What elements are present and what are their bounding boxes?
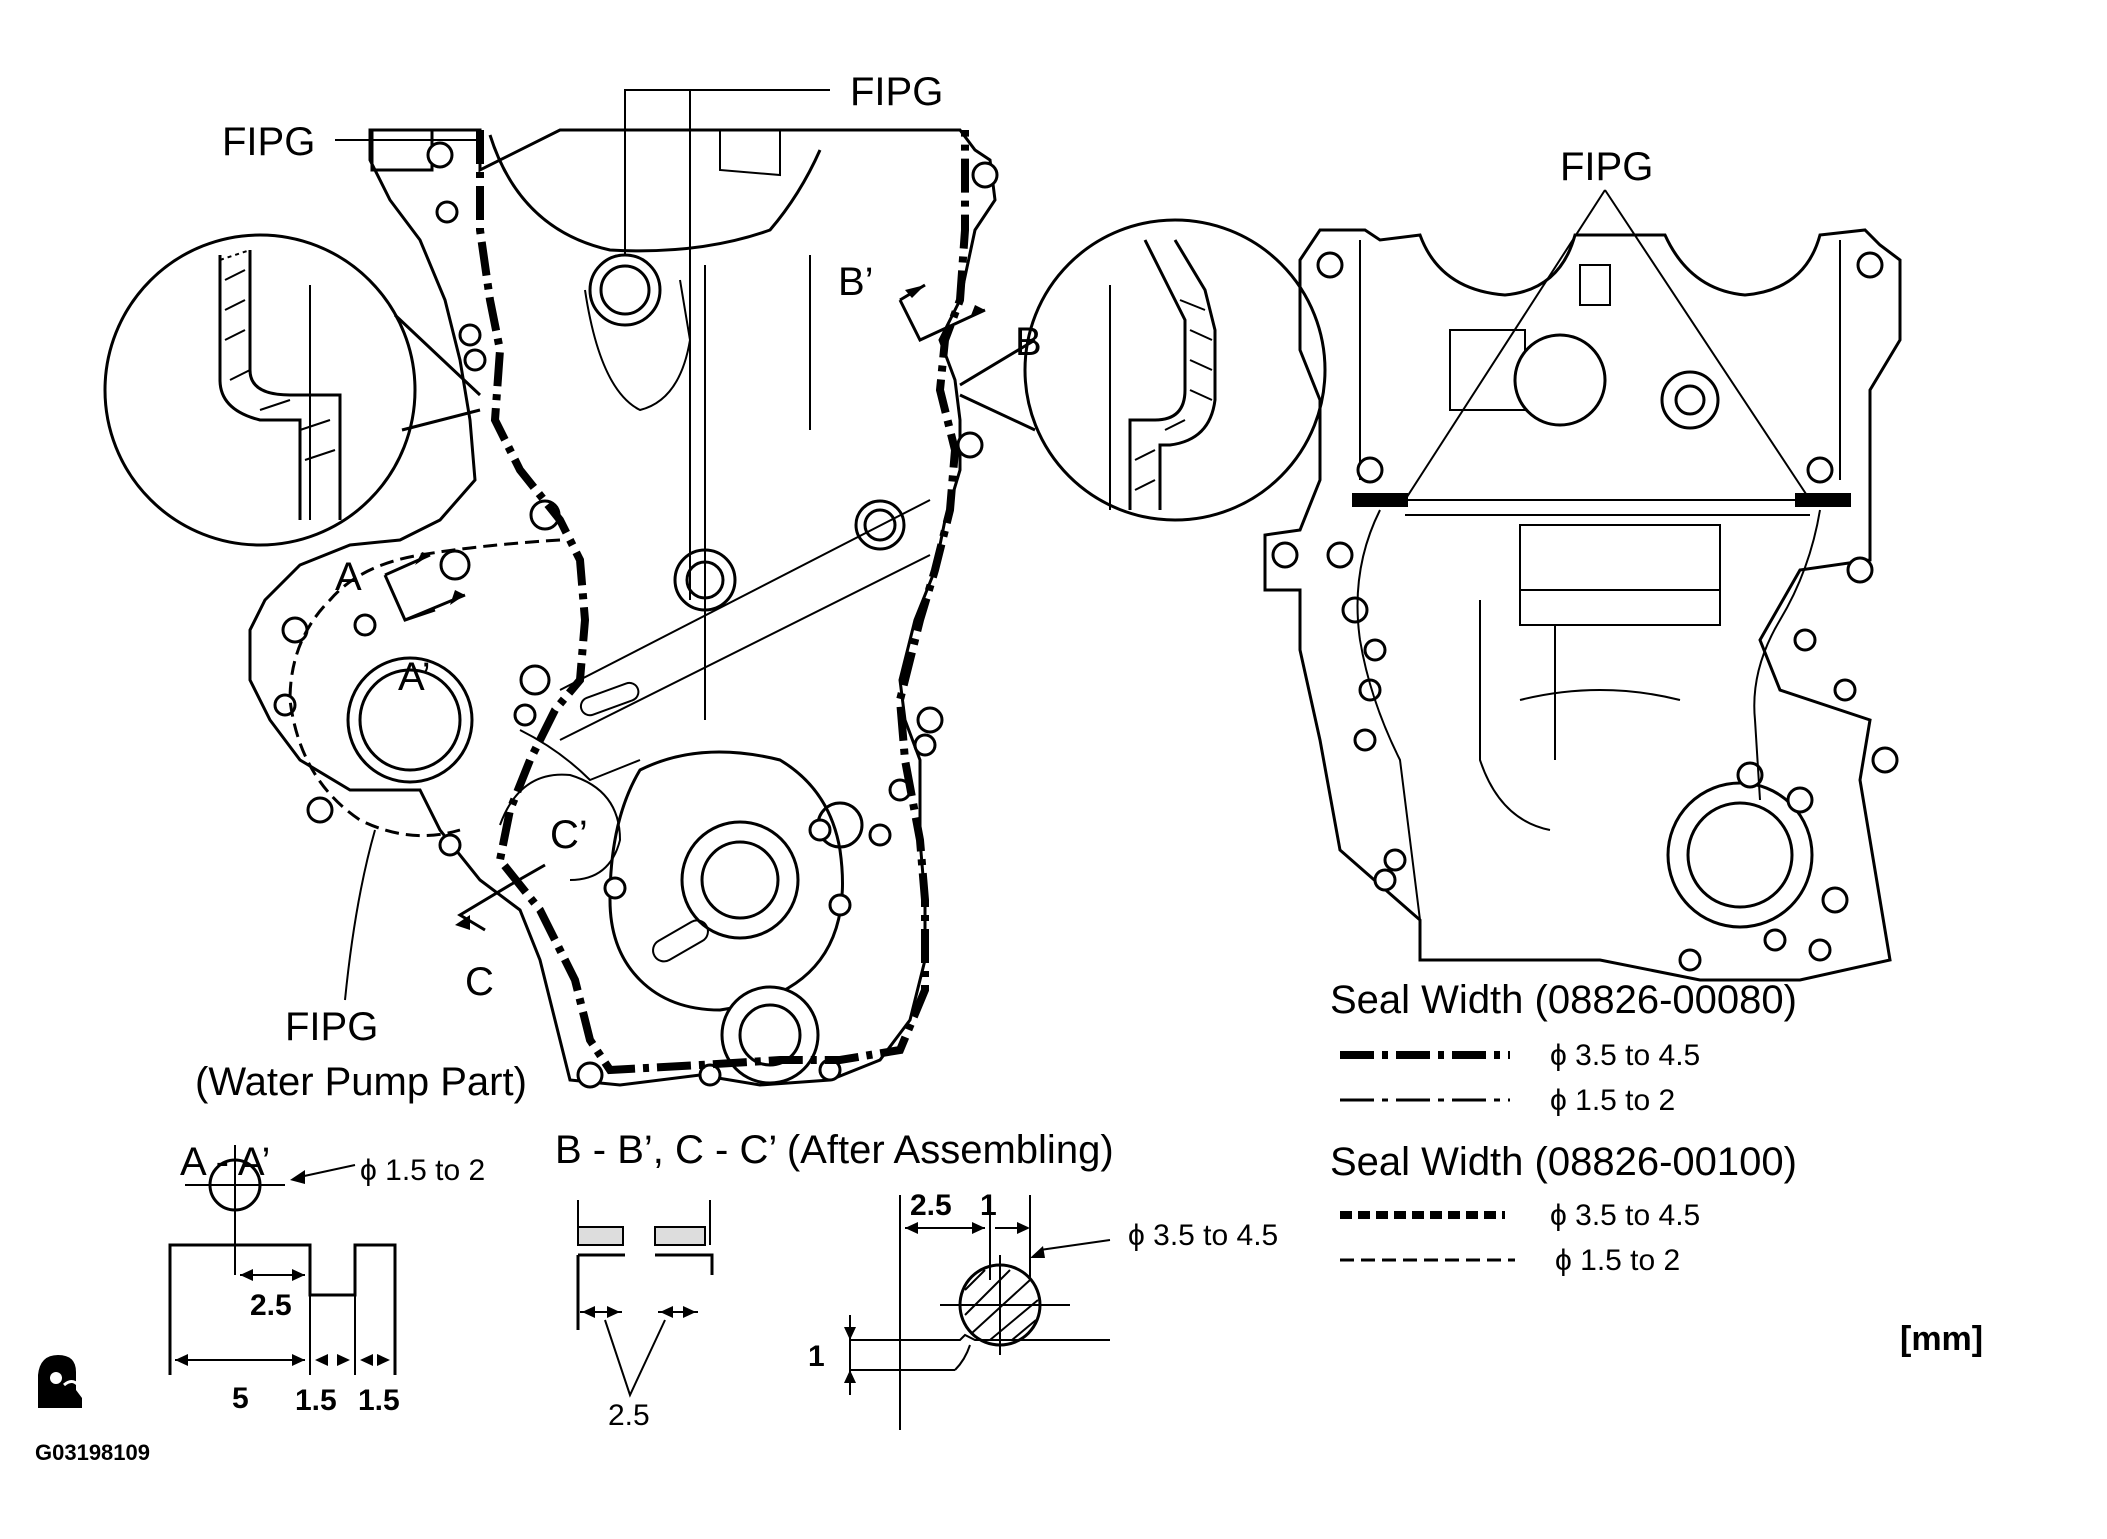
legend-group1-item-1: ϕ 3.5 to 4.5 (1550, 1039, 1700, 1072)
section-bc-phi: ϕ 3.5 to 4.5 (1128, 1219, 1278, 1252)
sealant-tube-icon (38, 1355, 82, 1408)
unit-label: [mm] (1900, 1320, 1983, 1358)
label-section-c: C (465, 960, 494, 1004)
label-water-pump-part: (Water Pump Part) (195, 1060, 527, 1104)
section-bc-title: B - B’, C - C’ (After Assembling) (555, 1128, 1114, 1172)
section-markers (383, 283, 986, 932)
label-section-b-prime: B’ (838, 260, 874, 304)
section-bc-dim-left: 2.5 (608, 1399, 650, 1432)
legend-group2-item-2: ϕ 1.5 to 2 (1555, 1244, 1680, 1277)
section-a-dim-1: 2.5 (250, 1289, 292, 1322)
label-fipg-left: FIPG (222, 120, 315, 164)
section-a-dim-4: 1.5 (358, 1384, 400, 1417)
section-bc-dim-top-1: 2.5 (910, 1189, 952, 1222)
section-bc-dim-side: 1 (808, 1340, 825, 1373)
section-bc-detail: B - B’, C - C’ (After Assembling) 2.5 2.… (555, 1128, 1278, 1432)
section-a-dim-3: 1.5 (295, 1384, 337, 1417)
legend-group2-title: Seal Width (08826-00100) (1330, 1140, 1797, 1184)
section-a-dim-2: 5 (232, 1382, 249, 1415)
label-fipg-right: FIPG (1560, 145, 1653, 189)
legend-group2-item-1: ϕ 3.5 to 4.5 (1550, 1199, 1700, 1232)
section-a-phi: ϕ 1.5 to 2 (360, 1154, 485, 1187)
label-section-c-prime: C’ (550, 813, 588, 857)
label-section-b: B (1015, 320, 1042, 364)
section-a-detail: A - A’ ϕ 1.5 to 2 2.5 5 1.5 1.5 (168, 1140, 485, 1417)
label-section-a: A (335, 555, 362, 599)
legend-group1-item-2: ϕ 1.5 to 2 (1550, 1084, 1675, 1117)
legend-group1-title: Seal Width (08826-00080) (1330, 978, 1797, 1022)
label-fipg-top: FIPG (850, 70, 943, 114)
detail-magnifier-left (103, 233, 482, 547)
detail-magnifier-right (959, 218, 1327, 522)
section-bc-dim-top-2: 1 (980, 1189, 997, 1222)
label-fipg-water-pump: FIPG (285, 1005, 378, 1049)
seal-width-legend: Seal Width (08826-00080) ϕ 3.5 to 4.5 ϕ … (1330, 978, 1797, 1277)
figure-code: G03198109 (35, 1440, 150, 1465)
label-section-a-prime: A’ (398, 655, 431, 699)
engine-rear-view (1263, 228, 1902, 982)
